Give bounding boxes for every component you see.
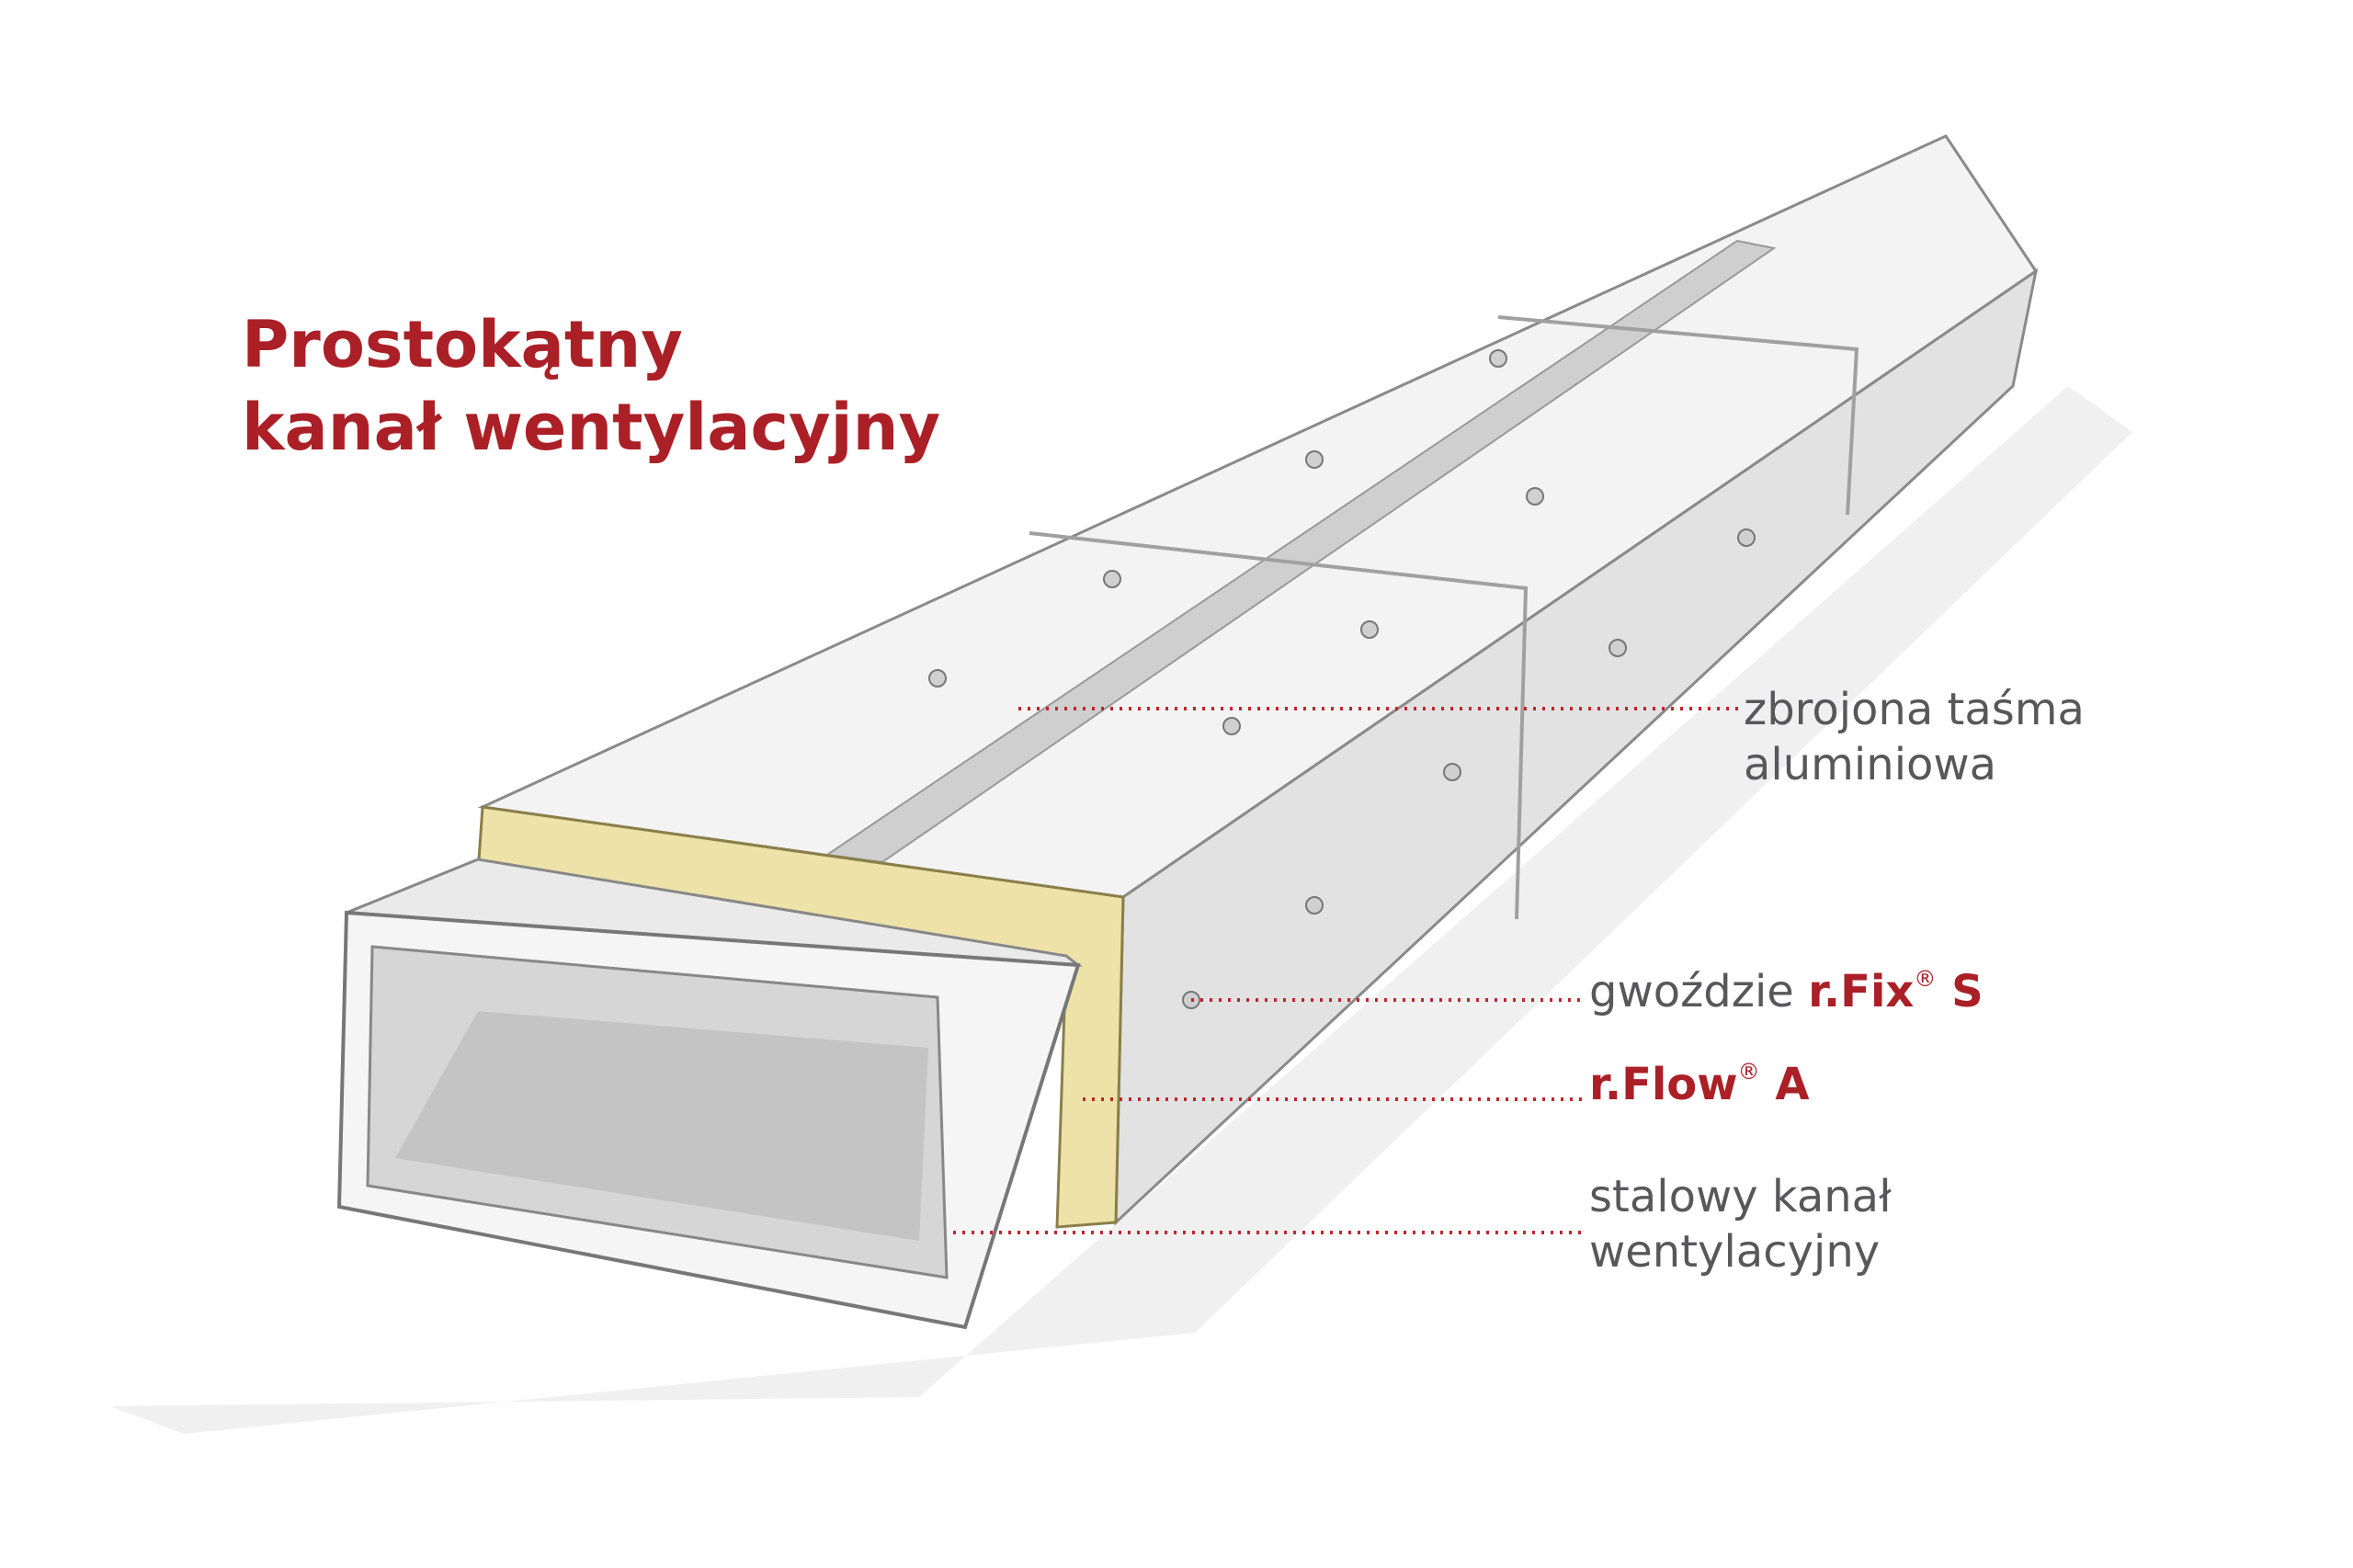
duct-band (1029, 531, 1529, 920)
page-title: Prostokątny kanał wentylacyjny (242, 303, 940, 469)
title-line-1: Prostokątny (242, 307, 683, 382)
brand-name: r.Fix® S (1808, 966, 1984, 1017)
label-line: stalowy kanał (1589, 1171, 1892, 1222)
steel-duct-inner-floor (395, 1011, 928, 1241)
label-line: zbrojona taśma (1744, 684, 2085, 735)
label-line: aluminiowa (1744, 739, 1997, 790)
label-nails: gwoździe r.Fix® S (1589, 951, 1984, 1019)
duct-band (1497, 315, 1859, 516)
title-line-2: kanał wentylacyjny (242, 390, 941, 465)
label-text: gwoździe (1589, 966, 1794, 1017)
ground-shadow (110, 386, 2132, 1434)
label-insulation: r.Flow® A (1589, 1059, 1810, 1110)
leader-lines (953, 707, 1742, 1234)
label-aluminium-tape: zbrojona taśma aluminiowa (1744, 682, 2085, 792)
label-line: wentylacyjny (1589, 1226, 1881, 1278)
label-steel-duct: stalowy kanał wentylacyjny (1589, 1169, 1892, 1279)
nails (928, 349, 1756, 1009)
